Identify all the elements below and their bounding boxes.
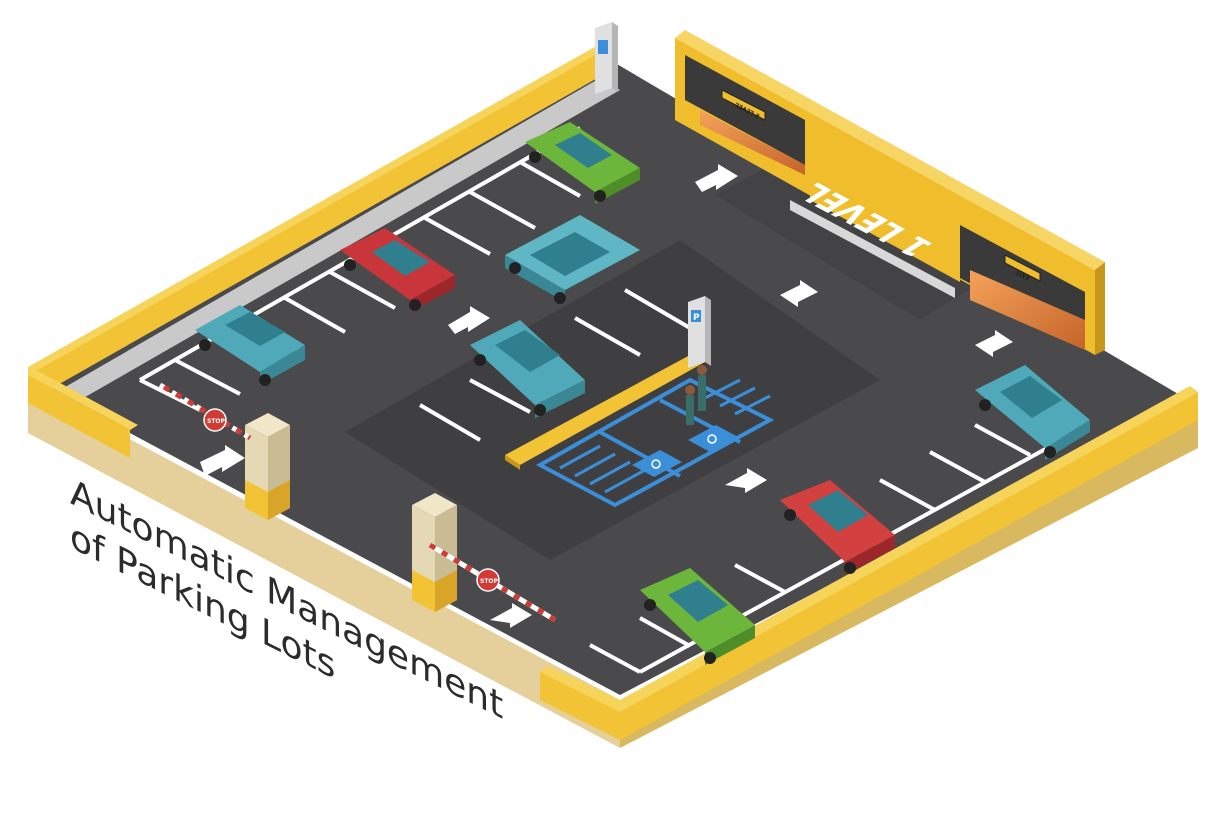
car-teal-2 bbox=[505, 215, 640, 304]
car-green-2 bbox=[640, 568, 755, 665]
car-red-1 bbox=[340, 228, 455, 312]
people bbox=[685, 365, 707, 425]
level-panel bbox=[810, 130, 960, 282]
level-banner bbox=[721, 89, 766, 121]
wheelchair-icon bbox=[632, 425, 738, 477]
gate-booth-right bbox=[412, 493, 457, 612]
back-wall-left-top bbox=[28, 44, 600, 375]
front-wall-left-top bbox=[28, 370, 138, 430]
car-green-1 bbox=[525, 122, 640, 204]
pay-station-icon: P bbox=[595, 22, 711, 368]
car-red-2 bbox=[780, 480, 895, 575]
parking-lot-illustration: 1 LEVEL 2 LEVEL EXIT bbox=[28, 22, 1198, 748]
ramp-building-side bbox=[1095, 262, 1105, 355]
exit-curb bbox=[790, 200, 955, 298]
ramp-building-top bbox=[675, 30, 1105, 270]
front-wall-left bbox=[28, 375, 130, 458]
car-teal-3 bbox=[470, 320, 585, 418]
car-teal-1 bbox=[195, 305, 305, 386]
barrier-left bbox=[158, 382, 252, 441]
ramp-up-surface bbox=[700, 110, 805, 175]
parking-lines-center bbox=[418, 288, 692, 442]
hatch bbox=[559, 378, 771, 494]
stop-sign-icon: STOP bbox=[203, 408, 227, 432]
ramp-down-surface bbox=[970, 270, 1085, 350]
car-teal-4 bbox=[975, 365, 1090, 460]
arrow-icon bbox=[200, 164, 1013, 628]
exit-banner bbox=[1004, 254, 1041, 282]
stop-left-text: STOP bbox=[207, 418, 226, 425]
sidewalk-left bbox=[60, 78, 620, 400]
slab-left-side bbox=[28, 385, 620, 748]
front-wall-right-top bbox=[540, 386, 1198, 712]
back-wall-left bbox=[28, 52, 608, 395]
median-curb bbox=[505, 355, 705, 465]
barrier-left-red bbox=[162, 384, 252, 441]
stop-sign-icon: STOP bbox=[476, 568, 500, 592]
front-wall-right bbox=[540, 392, 1198, 740]
pay-station-letter: P bbox=[693, 313, 700, 323]
median-curb-side bbox=[505, 455, 520, 470]
gate-booth-left bbox=[245, 413, 290, 520]
stop-right-text: STOP bbox=[480, 578, 499, 585]
